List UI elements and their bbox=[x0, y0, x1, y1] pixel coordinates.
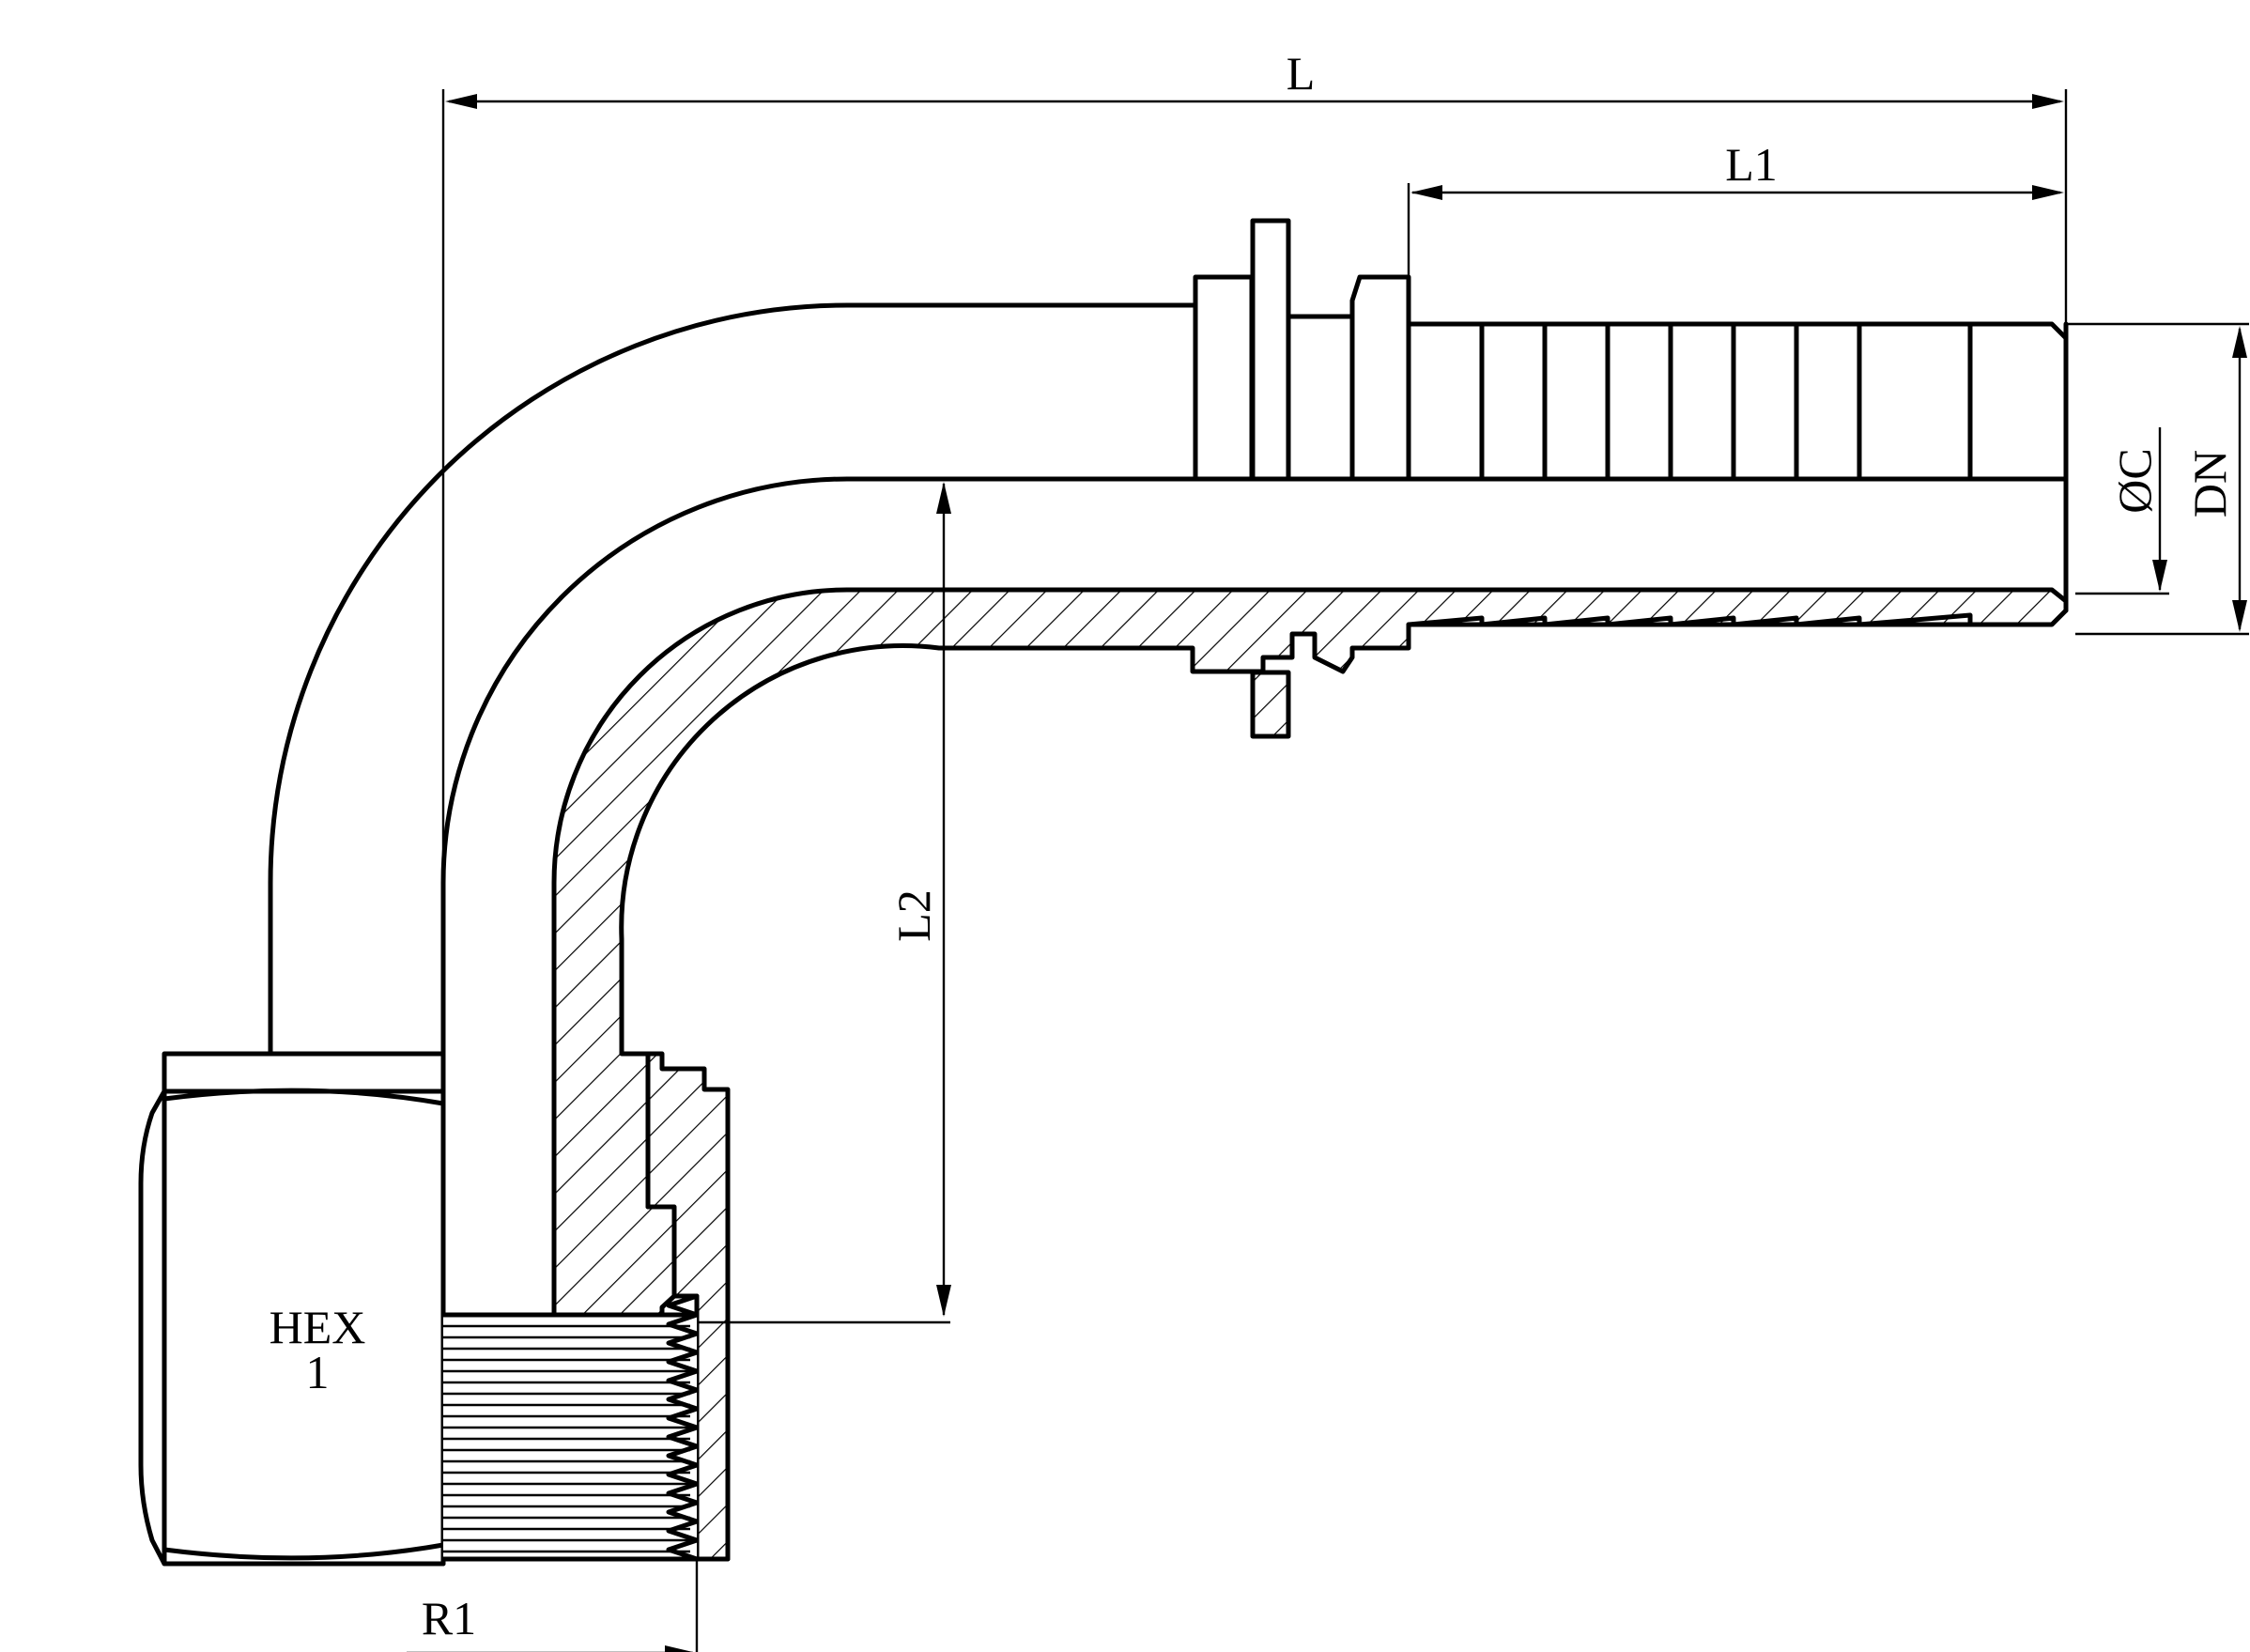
lower-serrations bbox=[1406, 612, 1973, 627]
dim-L2-label: L2 bbox=[887, 889, 940, 942]
barb-section bbox=[1406, 321, 2069, 482]
dim-C-label: ØC bbox=[2108, 448, 2161, 513]
thread bbox=[440, 1293, 731, 1562]
elbow-outer-contour bbox=[268, 302, 1198, 1057]
seal-ring-section bbox=[1250, 670, 1291, 739]
hex-flat-top bbox=[162, 1088, 446, 1106]
hex-label-line1: HEX bbox=[270, 1301, 366, 1353]
dimensions: L L1 L2 ØC DN R1 HEX 1 bbox=[270, 47, 2249, 1652]
stem-shoulder bbox=[1286, 314, 1355, 482]
lower-wall-section bbox=[551, 587, 2069, 1318]
hose-tail bbox=[1193, 218, 2069, 627]
dim-DN-label: DN bbox=[2183, 450, 2236, 517]
dim-L-label: L bbox=[1287, 47, 1316, 100]
thread-profile bbox=[666, 1293, 700, 1562]
dim-L1-label: L1 bbox=[1725, 138, 1778, 191]
thread-zone bbox=[443, 1315, 697, 1559]
dim-R1-label: R1 bbox=[422, 1592, 476, 1644]
lock-pin bbox=[1250, 218, 1291, 482]
elbow-bore-top-contour bbox=[440, 476, 2069, 1301]
collar-right bbox=[1349, 274, 1411, 482]
hex-flat-bottom bbox=[162, 1542, 446, 1561]
section-view bbox=[551, 587, 2069, 1562]
hex-body bbox=[138, 1088, 446, 1567]
collar-left bbox=[1193, 274, 1255, 482]
hex-label-line2: 1 bbox=[306, 1346, 330, 1398]
nut-top-ring bbox=[162, 1051, 446, 1094]
barb-lines bbox=[1479, 321, 1973, 482]
thread-lines bbox=[443, 1324, 690, 1553]
